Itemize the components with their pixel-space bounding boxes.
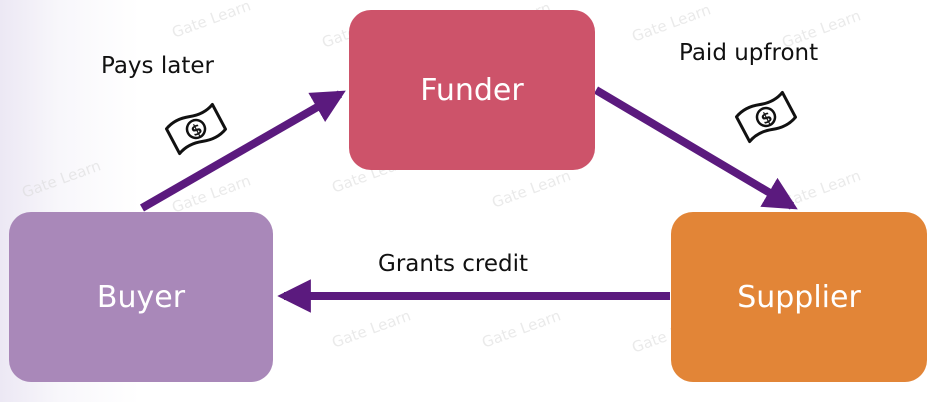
edge-label-pays-later: Pays later <box>101 53 214 79</box>
node-buyer: Buyer <box>9 212 273 382</box>
node-funder-label: Funder <box>420 72 524 108</box>
edge-label-paid-upfront: Paid upfront <box>679 40 819 66</box>
node-funder: Funder <box>349 10 595 170</box>
money-bill-icon: $ <box>734 90 798 144</box>
arrow-buyer-to-funder <box>140 90 346 212</box>
edge-label-grants-credit: Grants credit <box>378 251 529 277</box>
arrow-funder-to-supplier <box>593 86 798 210</box>
node-buyer-label: Buyer <box>96 279 186 315</box>
money-bill-icon: $ <box>164 102 228 156</box>
node-supplier-label: Supplier <box>737 279 861 315</box>
node-supplier: Supplier <box>671 212 927 382</box>
